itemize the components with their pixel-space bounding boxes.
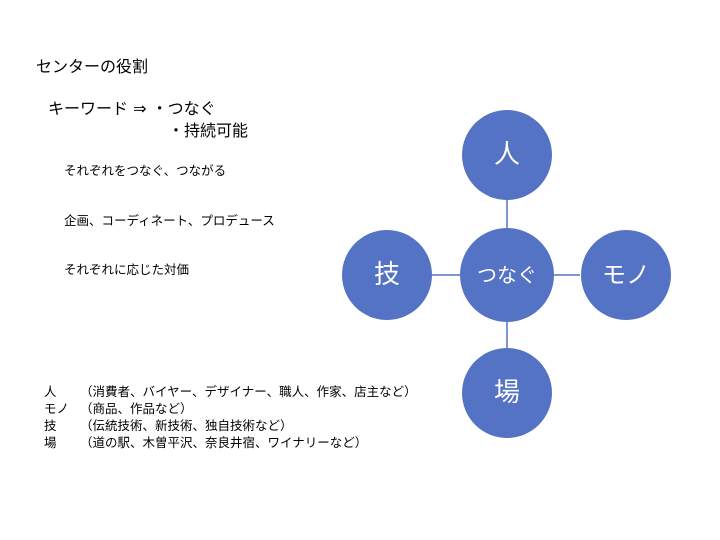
description-reward: それぞれに応じた対価 <box>64 262 190 277</box>
legend-row-places: 場 （道の駅、木曽平沢、奈良井宿、ワイナリーなど） <box>44 434 417 451</box>
legend-value: （伝統技術、新技術、独自技術など） <box>80 418 293 433</box>
legend-row-things: モノ （商品、作品など） <box>44 400 417 417</box>
legend-row-people: 人 （消費者、バイヤー、デザイナー、職人、作家、店主など） <box>44 383 417 400</box>
legend-key: 人 <box>44 384 57 399</box>
legend-key: モノ <box>44 401 70 416</box>
legend-value: （道の駅、木曽平沢、奈良井宿、ワイナリーなど） <box>80 435 368 450</box>
legend-key: 技 <box>44 418 57 433</box>
node-top-circle <box>462 110 552 200</box>
legend: 人 （消費者、バイヤー、デザイナー、職人、作家、店主など） モノ （商品、作品など）… <box>44 383 417 451</box>
legend-key: 場 <box>44 435 57 450</box>
keyword-sustainable: ・持続可能 <box>168 121 249 140</box>
legend-value: （商品、作品など） <box>80 401 193 416</box>
node-left-label: 技 <box>374 260 400 290</box>
keyword-lead: キーワード ⇒ ・つなぐ <box>48 99 216 118</box>
node-bottom-label: 場 <box>494 378 520 408</box>
description-produce: 企画、コーディネート、プロデュース <box>64 213 275 228</box>
node-bottom-circle <box>462 348 552 438</box>
description-connect: それぞれをつなぐ、つながる <box>64 163 227 178</box>
node-center-label: つなぐ <box>477 263 537 287</box>
legend-value: （消費者、バイヤー、デザイナー、職人、作家、店主など） <box>80 384 417 399</box>
node-center-circle <box>460 228 554 322</box>
node-right-circle <box>581 230 671 320</box>
node-left-circle <box>342 230 432 320</box>
node-top-label: 人 <box>494 140 520 170</box>
node-right-label: モノ <box>602 261 650 289</box>
legend-row-skills: 技 （伝統技術、新技術、独自技術など） <box>44 417 417 434</box>
slide-title: センターの役割 <box>36 57 149 76</box>
